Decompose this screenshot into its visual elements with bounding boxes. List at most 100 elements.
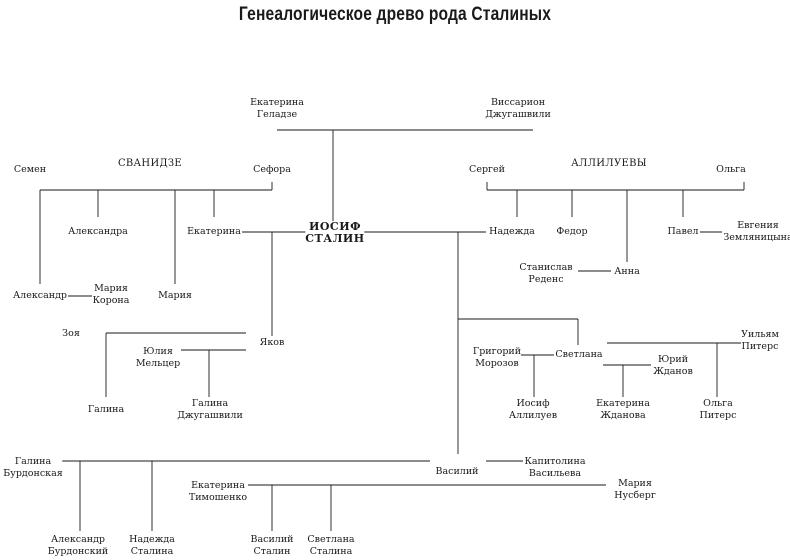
person-semen: Семен bbox=[13, 164, 47, 176]
name-line: СТАЛИН bbox=[305, 232, 365, 245]
name-line: Зоя bbox=[62, 328, 80, 339]
name-line: Жданова bbox=[600, 410, 646, 421]
name-line: Григорий bbox=[472, 346, 522, 357]
person-sefora: Сефора bbox=[253, 164, 291, 176]
clan-label-svanidze: СВАНИДЗЕ bbox=[117, 158, 183, 170]
name-line: Мария bbox=[158, 290, 192, 301]
person-ekaterina-svanidze: Екатерина bbox=[187, 226, 241, 238]
name-line: Нусберг bbox=[614, 490, 656, 501]
name-line: Виссарион bbox=[490, 97, 546, 108]
name-line: Питерс bbox=[699, 410, 737, 421]
name-line: Васильева bbox=[528, 468, 582, 479]
name-line: Галина bbox=[14, 456, 52, 467]
name-line: Корона bbox=[92, 295, 130, 306]
diagram-title: Генеалогическое древо рода Сталиных bbox=[238, 4, 552, 25]
name-line: Александра bbox=[68, 226, 128, 237]
name-line: Джугашвили bbox=[485, 109, 551, 120]
person-vasily-stalin-father: Василий bbox=[435, 466, 479, 478]
name-line: Жданов bbox=[653, 366, 693, 377]
name-line: ИОСИФ bbox=[308, 220, 362, 233]
name-line: Семен bbox=[13, 164, 47, 175]
person-svetlana-allilueva: Светлана bbox=[555, 349, 603, 361]
person-nadezhda-allilueva: Надежда bbox=[489, 226, 535, 238]
name-line: Анна bbox=[614, 266, 640, 277]
name-line: Яков bbox=[259, 337, 285, 348]
name-line: Ольга bbox=[703, 398, 733, 409]
name-line: Джугашвили bbox=[177, 410, 243, 421]
name-line: Александр bbox=[50, 534, 106, 545]
clan-label-alliluevy: АЛЛИЛУЕВЫ bbox=[571, 158, 647, 170]
person-sergei-alliluev: Сергей bbox=[469, 164, 505, 176]
name-line: Галина bbox=[87, 404, 125, 415]
name-line: Василий bbox=[250, 534, 294, 545]
person-yakov: Яков bbox=[259, 337, 285, 349]
name-line: Надежда bbox=[489, 226, 535, 237]
name-line: Тимошенко bbox=[188, 492, 248, 503]
name-line: Иосиф bbox=[516, 398, 550, 409]
name-line: Капитолина bbox=[524, 456, 586, 467]
name-line: Василий bbox=[435, 466, 479, 477]
name-line: Сталина bbox=[309, 546, 353, 557]
name-line: Сталин bbox=[253, 546, 291, 557]
name-line: Бурдонский bbox=[47, 546, 109, 557]
name-line: Бурдонская bbox=[3, 468, 63, 479]
name-line: Галина bbox=[191, 398, 229, 409]
name-line: Павел bbox=[667, 226, 699, 237]
name-line: Питерс bbox=[741, 341, 779, 352]
name-line: Аллилуев bbox=[508, 410, 558, 421]
name-line: Екатерина bbox=[191, 480, 245, 491]
name-line: Екатерина bbox=[596, 398, 650, 409]
person-pavel-alliluev: Павел bbox=[667, 226, 699, 238]
name-line: Юрий bbox=[657, 354, 689, 365]
name-line: Светлана bbox=[555, 349, 603, 360]
name-line: Александр bbox=[12, 290, 68, 301]
name-line: Мария bbox=[618, 478, 652, 489]
name-line: Геладзе bbox=[256, 109, 298, 120]
name-line: Земляницына bbox=[723, 232, 790, 243]
person-maria-svanidze: Мария bbox=[158, 290, 192, 302]
name-line: Светлана bbox=[307, 534, 355, 545]
name-line: Станислав bbox=[519, 262, 573, 273]
name-line: Федор bbox=[556, 226, 588, 237]
name-line: Екатерина bbox=[187, 226, 241, 237]
person-galina-zoya-daughter: Галина bbox=[87, 404, 125, 416]
person-fedor-alliluev: Федор bbox=[556, 226, 588, 238]
name-line: Реденс bbox=[528, 274, 564, 285]
person-zoya: Зоя bbox=[62, 328, 80, 340]
name-line: Ольга bbox=[716, 164, 746, 175]
name-line: Юлия bbox=[143, 346, 173, 357]
name-line: Уильям bbox=[741, 329, 779, 340]
name-line: Сталина bbox=[130, 546, 174, 557]
name-line: Сергей bbox=[469, 164, 505, 175]
name-line: Екатерина bbox=[250, 97, 304, 108]
name-line: Надежда bbox=[129, 534, 175, 545]
name-line: Евгения bbox=[737, 220, 779, 231]
name-line: Морозов bbox=[475, 358, 519, 369]
name-line: Сефора bbox=[253, 164, 291, 175]
person-alexander-svanidze: Александр bbox=[12, 290, 68, 302]
person-olga-allilueva: Ольга bbox=[716, 164, 746, 176]
